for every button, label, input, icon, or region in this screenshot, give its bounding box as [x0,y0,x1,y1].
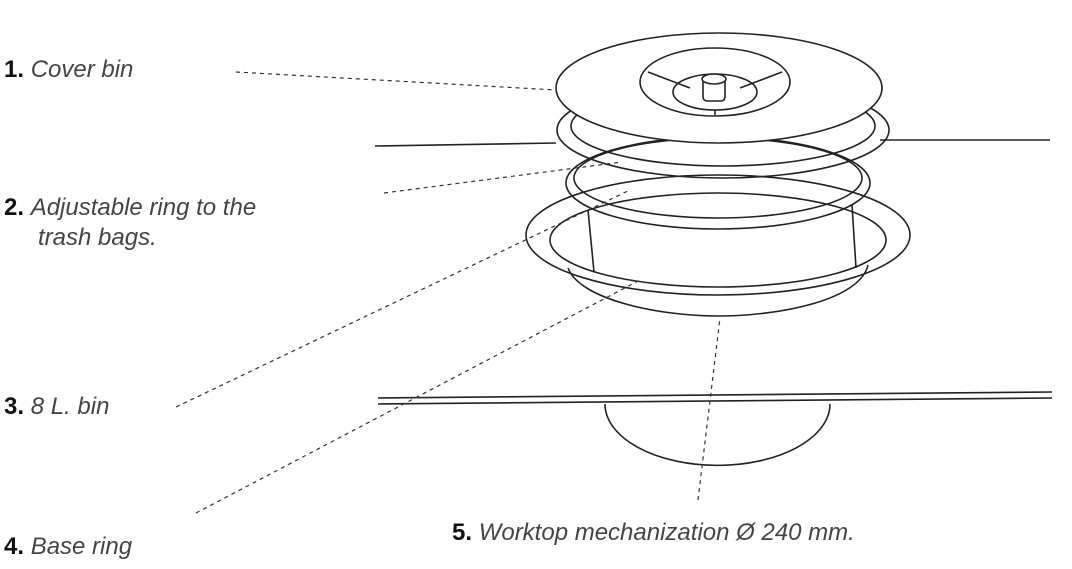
label-cover-bin: 1. Cover bin [4,55,133,85]
worktop-lower-line-2 [377,397,1053,405]
leader-line-1 [235,71,557,91]
label-number: 1. [4,56,25,83]
worktop-lower-line-1 [377,391,1053,399]
label-number: 4. [4,533,25,560]
label-text: 8 L. bin [30,393,110,420]
leader-line-2 [383,161,623,194]
lid-knob-top [701,73,727,85]
base-ring-outer [525,174,911,296]
label-text-line2: trash bags. [38,224,157,251]
cover-lid-recess [639,47,791,117]
label-number: 3. [4,393,25,420]
base-ring-bottom [567,264,869,317]
bin-side-right [851,204,857,269]
label-bin: 3. 8 L. bin [4,392,109,422]
mechanism-bowl [604,403,831,467]
label-text: Adjustable ring to the [30,194,257,221]
leader-line-5 [697,317,721,501]
lid-spoke-2 [739,71,783,89]
label-number: 5. [452,519,473,546]
base-ring-inner [549,192,887,288]
leader-line-4 [195,279,641,514]
label-number: 2. [4,194,25,221]
lid-spoke-1 [647,71,691,89]
worktop-line-left [374,142,557,147]
label-base-ring: 4. Base ring [4,532,132,562]
label-adjustable-ring: 2. Adjustable ring to the trash bags. [4,193,256,253]
bin-side-left [587,209,595,273]
label-text: Base ring [30,533,133,560]
leader-line-3 [175,189,631,408]
label-worktop-mechanization: 5. Worktop mechanization Ø 240 mm. [452,518,855,548]
label-text: Worktop mechanization Ø 240 mm. [478,519,855,546]
label-text: Cover bin [30,56,134,83]
